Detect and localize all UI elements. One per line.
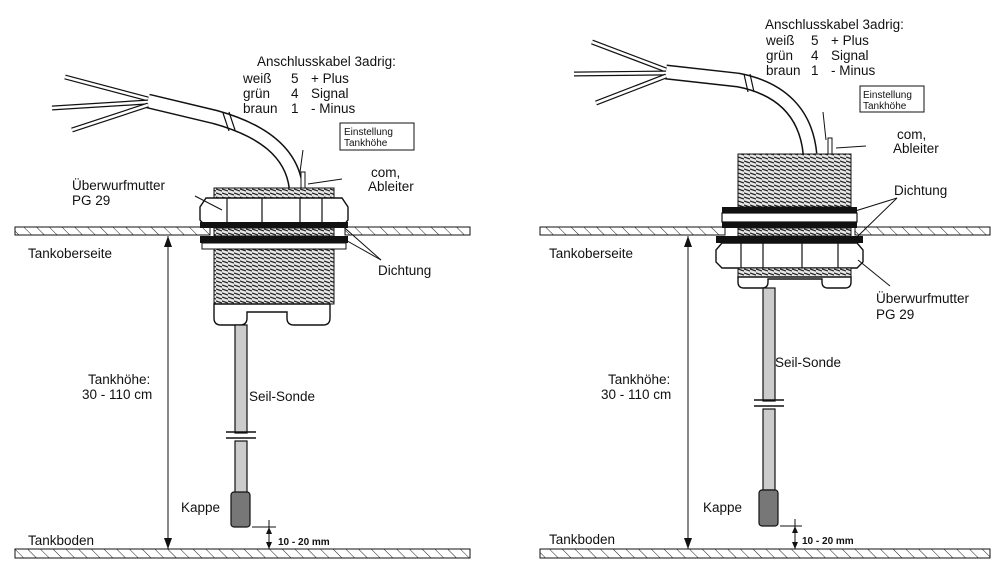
tank-top-plate-right (539, 226, 991, 236)
tank-bottom-plate-right (539, 548, 991, 559)
svg-text:weiß: weiß (242, 71, 272, 86)
svg-text:4: 4 (291, 86, 299, 101)
svg-text:Ableiter: Ableiter (893, 141, 939, 156)
cap-left (230, 491, 251, 528)
seal-top-right (722, 207, 857, 213)
cable-title-left: Anschlusskabel 3adrig: (257, 54, 396, 69)
cable-right (573, 39, 833, 155)
gap-dimension-left (252, 520, 276, 549)
seal-bottom-right (716, 236, 863, 243)
svg-text:PG 29: PG 29 (876, 307, 914, 322)
union-nut-right (715, 242, 864, 269)
setting-box-left (339, 122, 415, 151)
rope-probe-left (226, 324, 256, 494)
right-diagram: Anschlusskabel 3adrig: weiß 5 + Plus grü… (539, 17, 991, 559)
com-label-left: com, (371, 165, 400, 180)
setting-label-left: Einstellung (344, 127, 393, 138)
svg-text:5: 5 (811, 33, 819, 48)
gap-label-left: 10 - 20 mm (278, 537, 330, 548)
svg-text:Signal: Signal (311, 86, 349, 101)
svg-text:braun: braun (766, 63, 801, 78)
svg-text:30 - 110 cm: 30 - 110 cm (82, 387, 152, 402)
tank-top-plate-left (14, 226, 471, 236)
rope-probe-right (754, 287, 784, 491)
thread-top-right (737, 153, 852, 208)
svg-text:+ Plus: + Plus (831, 33, 869, 48)
svg-text:30 - 110 cm: 30 - 110 cm (601, 387, 671, 402)
svg-text:- Minus: - Minus (311, 101, 356, 116)
setting-box-right (859, 85, 925, 113)
tank-bottom-label-right: Tankboden (549, 532, 615, 547)
svg-text:Tankhöhe: Tankhöhe (863, 101, 907, 112)
svg-text:Signal: Signal (831, 48, 869, 63)
tank-height-label-right: Tankhöhe: (608, 372, 670, 387)
tank-bottom-plate-left (14, 548, 471, 559)
svg-text:4: 4 (811, 48, 819, 63)
cap-right (758, 489, 779, 527)
seal-label-left: Dichtung (378, 263, 431, 278)
nut-label-left: Überwurfmutter (72, 178, 166, 193)
svg-text:weiß: weiß (765, 33, 795, 48)
tank-bottom-label-left: Tankboden (28, 533, 94, 548)
thread-top-left (213, 187, 335, 199)
svg-text:grün: grün (243, 86, 270, 101)
thread-body-left (213, 248, 335, 305)
tank-height-dimension-right (684, 236, 692, 549)
seal-top-left (200, 222, 348, 228)
seal-label-right: Dichtung (894, 183, 947, 198)
probe-label-right: Seil-Sonde (775, 355, 841, 370)
com-label-right: com, (897, 127, 926, 142)
gap-label-right: 10 - 20 mm (802, 536, 854, 547)
svg-text:1: 1 (811, 63, 819, 78)
gap-dimension-right (780, 519, 802, 549)
cable-left (51, 74, 306, 190)
svg-text:Tankhöhe: Tankhöhe (344, 138, 388, 149)
setting-label-right: Einstellung (863, 90, 912, 101)
svg-text:- Minus: - Minus (831, 63, 876, 78)
cap-label-left: Kappe (181, 500, 220, 515)
cap-label-right: Kappe (703, 500, 742, 515)
tank-height-label-left: Tankhöhe: (88, 372, 150, 387)
tank-top-label-left: Tankoberseite (28, 246, 112, 261)
svg-text:5: 5 (291, 71, 299, 86)
nut-label-right: Überwurfmutter (876, 291, 970, 306)
svg-text:braun: braun (243, 101, 278, 116)
seal-bottom-left (200, 236, 348, 243)
svg-text:+ Plus: + Plus (311, 71, 349, 86)
tank-height-dimension-left (164, 236, 172, 549)
svg-text:PG 29: PG 29 (72, 193, 110, 208)
tank-top-label-right: Tankoberseite (549, 246, 633, 261)
svg-text:1: 1 (291, 101, 299, 116)
svg-text:Ableiter: Ableiter (368, 179, 414, 194)
union-nut-left (199, 197, 349, 228)
svg-text:grün: grün (766, 48, 793, 63)
left-diagram: Anschlusskabel 3adrig: weiß 5 + Plus grü… (14, 54, 471, 559)
probe-label-left: Seil-Sonde (249, 389, 315, 404)
cable-title-right: Anschlusskabel 3adrig: (765, 17, 904, 32)
